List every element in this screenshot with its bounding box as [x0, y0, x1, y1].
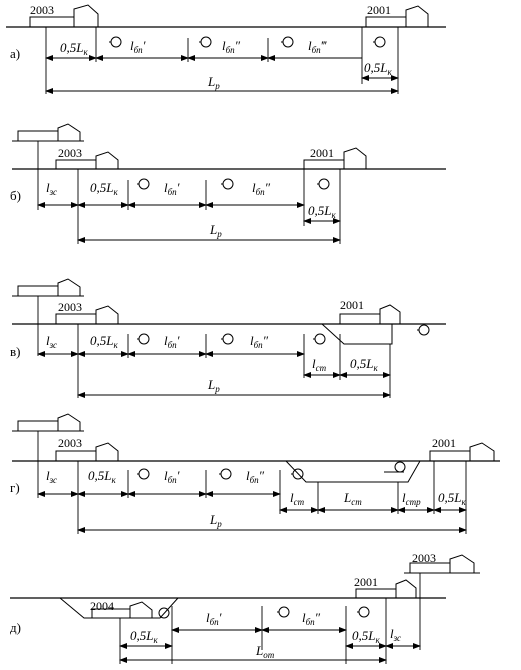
svg-text:lбп′: lбп′ [164, 333, 180, 350]
signal-icon [374, 36, 386, 48]
panel-e: 2003 2001 2004 lбп′ lб [10, 551, 480, 664]
svg-text:Lр: Lр [209, 512, 222, 529]
svg-text:2003: 2003 [58, 146, 82, 160]
svg-text:lбп′: lбп′ [206, 610, 222, 627]
svg-text:lбп″: lбп″ [250, 333, 269, 350]
svg-text:0,5Lк: 0,5Lк [352, 628, 380, 645]
loco-2003-d [55, 442, 119, 462]
svg-text:0,5Lк: 0,5Lк [438, 490, 466, 507]
svg-text:Lр: Lр [207, 377, 220, 394]
panel-letter: б) [10, 188, 21, 203]
svg-text:2003: 2003 [58, 436, 82, 450]
svg-text:lбп′: lбп′ [164, 468, 180, 485]
signal-icon [200, 36, 212, 48]
svg-text:2003: 2003 [58, 300, 82, 314]
svg-text:2001: 2001 [310, 146, 334, 160]
svg-text:2001: 2001 [340, 298, 364, 312]
svg-text:lбп′: lбп′ [130, 38, 146, 55]
siding-track [285, 460, 421, 483]
panel-letter: а) [10, 46, 20, 61]
svg-text:lзс: lзс [390, 626, 401, 643]
svg-text:lзс: lзс [46, 180, 57, 197]
loco-label: 2003 [30, 3, 54, 17]
panel-a: 2003 2001 0,5Lк lбп′ lбп″ lбп‴ [6, 3, 446, 94]
svg-text:0,5Lк: 0,5Lк [90, 333, 118, 350]
panel-letter: в) [10, 344, 20, 359]
loco-2003-a [29, 4, 99, 28]
svg-text:lбп″: lбп″ [222, 38, 241, 55]
svg-text:2001: 2001 [354, 575, 378, 589]
panel-b: 2003 2001 lзс 0,5Lк lбп′ lбп″ 0,5Lк Lр б… [10, 123, 446, 244]
loco-2001-b [303, 147, 367, 170]
svg-text:2001: 2001 [432, 436, 456, 450]
svg-text:0,5Lк: 0,5Lк [364, 60, 392, 77]
loco-2003-c [55, 305, 119, 325]
loco-2001-e [355, 579, 417, 599]
svg-text:lст: lст [312, 356, 327, 373]
svg-text:lзс: lзс [46, 333, 57, 350]
svg-text:2004: 2004 [90, 599, 114, 613]
panel-c: 2003 2001 lзс 0,5Lк lбп′ lбп″ lст [10, 278, 446, 398]
signal-icon [110, 36, 122, 48]
panel-d: 2003 2001 lзс 0,5Lк l [10, 413, 500, 534]
svg-text:0,5Lк: 0,5Lк [130, 628, 158, 645]
loco-upper-c [12, 278, 84, 297]
svg-text:0,5Lк: 0,5Lк [60, 40, 88, 57]
svg-text:lбп′: lбп′ [164, 180, 180, 197]
svg-text:lбп″: lбп″ [246, 468, 265, 485]
svg-text:Lот: Lот [255, 643, 275, 660]
svg-text:lбп″: lбп″ [302, 610, 321, 627]
svg-text:lст: lст [290, 490, 305, 507]
svg-text:0,5Lк: 0,5Lк [308, 203, 336, 220]
signal-icon [282, 36, 294, 48]
loco-2001-a [365, 5, 429, 28]
svg-text:0,5Lк: 0,5Lк [88, 468, 116, 485]
svg-text:0,5Lк: 0,5Lк [350, 356, 378, 373]
svg-text:Lр: Lр [209, 222, 222, 239]
siding-track [321, 323, 393, 345]
loco-2003-e [404, 554, 480, 574]
panel-letter: д) [10, 620, 21, 635]
loco-2003-b [55, 151, 119, 170]
svg-text:Lст: Lст [343, 490, 362, 507]
panel-letter: г) [10, 480, 20, 495]
svg-text:lбп″: lбп″ [252, 180, 271, 197]
svg-text:lстр: lстр [402, 490, 421, 507]
siding-track [59, 597, 179, 619]
svg-text:lзс: lзс [46, 468, 57, 485]
loco-upper-b [12, 123, 84, 142]
svg-text:0,5Lк: 0,5Lк [90, 180, 118, 197]
loco-2004-e [91, 601, 153, 619]
loco-upper-d [12, 413, 84, 432]
svg-text:Lр: Lр [207, 74, 220, 91]
svg-text:2003: 2003 [412, 551, 436, 565]
loco-label: 2001 [367, 3, 391, 17]
svg-text:lбп‴: lбп‴ [308, 38, 328, 55]
loco-2001-d [429, 442, 495, 462]
loco-2001-c [339, 304, 401, 325]
